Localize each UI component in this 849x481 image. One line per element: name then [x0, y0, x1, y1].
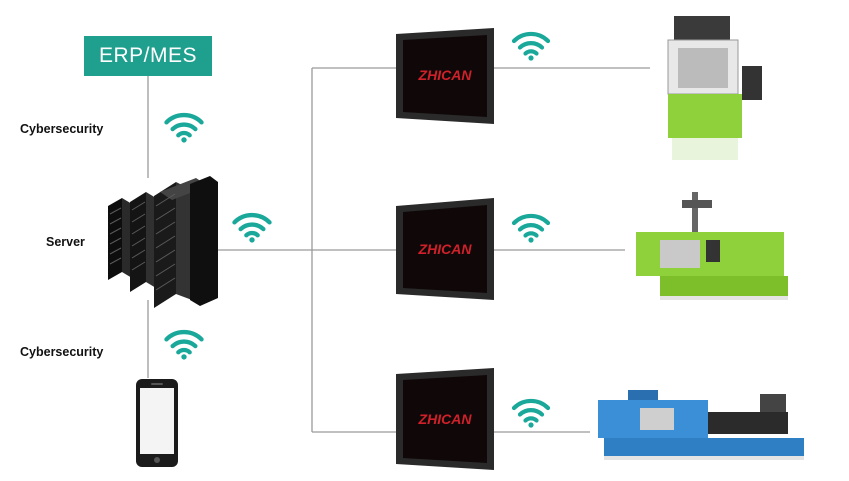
hmi-panel: ZHICAN: [396, 368, 494, 470]
hmi-panel: ZHICAN: [396, 28, 494, 124]
wifi-icon: [234, 215, 269, 242]
connection-lines: [147, 67, 650, 433]
wifi-icon: [166, 115, 201, 142]
injection-molding-machine-icon: [636, 192, 788, 300]
wifi-icon: [514, 34, 548, 61]
wifi-icon: [166, 332, 201, 359]
wifi-icon: [514, 216, 548, 243]
erp-mes-label: ERP/MES: [98, 44, 198, 67]
hmi-panel: ZHICAN: [396, 198, 494, 300]
erp-mes-box: ERP/MES: [84, 36, 212, 76]
smartphone-icon: [136, 379, 178, 467]
hmi-panel-brand: ZHICAN: [418, 67, 473, 83]
cybersecurity-label-bottom: Cybersecurity: [20, 345, 104, 359]
wifi-icon: [514, 401, 548, 428]
hmi-panel-brand: ZHICAN: [418, 241, 473, 257]
server-label: Server: [46, 235, 85, 249]
cybersecurity-label-top: Cybersecurity: [20, 122, 104, 136]
hmi-panel-brand: ZHICAN: [418, 411, 473, 427]
injection-molding-machine-icon: [667, 16, 762, 160]
server-rack-icon: [108, 176, 218, 308]
injection-molding-machine-icon: [598, 390, 804, 460]
